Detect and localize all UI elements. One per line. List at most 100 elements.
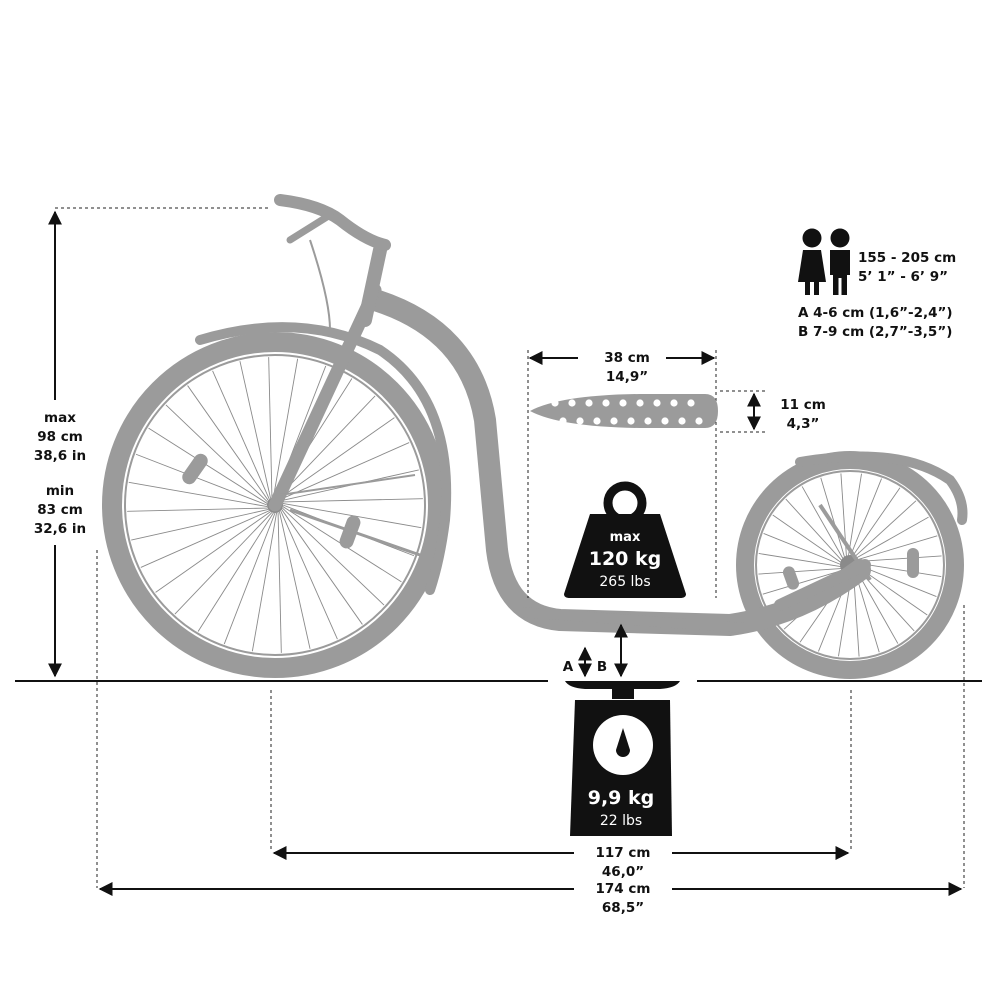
- wheelbase-imperial: 46,0”: [602, 864, 644, 880]
- wheel-spoke: [212, 370, 270, 500]
- deck-grip-hole: [559, 417, 567, 425]
- deck-grip-hole: [627, 417, 635, 425]
- wheel-spoke: [851, 487, 901, 558]
- wheel-spoke: [187, 385, 269, 501]
- clearance-marker-a: A: [563, 659, 574, 675]
- wheel-spoke: [127, 507, 268, 512]
- rider-woman-icon: [798, 228, 826, 295]
- deck-grip-hole: [661, 417, 669, 425]
- wheel-spoke: [849, 478, 882, 558]
- wheelbase-metric: 117 cm: [596, 845, 651, 861]
- wheel-spoke: [772, 514, 843, 564]
- wheel-spoke: [277, 512, 282, 653]
- max-height-imperial: 38,6 in: [34, 448, 86, 464]
- deck-clearance-arrows: A B: [563, 623, 628, 678]
- front-wheel: [102, 332, 448, 678]
- max-load-weight-icon: max 120 kg 265 lbs: [564, 481, 686, 598]
- max-load-label: max: [610, 530, 641, 545]
- wheel-spoke: [128, 481, 268, 508]
- front-fender: [195, 322, 452, 595]
- deck-grip-hole: [644, 417, 652, 425]
- wheel-spoke: [223, 512, 276, 645]
- wheel-spoke: [820, 477, 846, 559]
- deck-dimensions: 38 cm 14,9” 11 cm 4,3”: [527, 350, 826, 598]
- deck-grip-hole: [602, 399, 610, 407]
- total-length-imperial: 68,5”: [602, 900, 644, 916]
- fork: [268, 283, 382, 512]
- wheel-spoke: [281, 509, 363, 625]
- wheel-spoke: [268, 357, 273, 498]
- max-load-metric: 120 kg: [589, 548, 662, 570]
- wheel-spoke: [155, 511, 271, 593]
- handlebar: [274, 194, 391, 251]
- deck-grip-hole: [670, 399, 678, 407]
- wheel-spoke: [131, 509, 269, 541]
- total-length-dimension: 174 cm 68,5”: [96, 550, 965, 916]
- deck-grip-hole: [687, 399, 695, 407]
- max-height-label: max: [44, 410, 76, 426]
- wheel-spoke: [279, 417, 395, 499]
- wheel-spoke: [282, 507, 385, 606]
- wheel-spoke: [148, 427, 268, 504]
- wheel-spoke: [280, 442, 410, 500]
- wheel-spoke: [282, 498, 423, 503]
- min-height-imperial: 32,6 in: [34, 521, 86, 537]
- deck-grip-hole: [695, 417, 703, 425]
- wheel-spoke: [197, 512, 274, 632]
- stem: [358, 243, 387, 327]
- deck-grip-hole: [653, 399, 661, 407]
- wheel-spoke: [857, 562, 942, 577]
- rider-height-imperial: 5’ 1” - 6’ 9”: [858, 269, 948, 285]
- deck-grip-hole: [576, 417, 584, 425]
- min-height-label: min: [46, 483, 74, 499]
- deck-clearance-b-text: B 7-9 cm (2,7”-3,5”): [798, 324, 952, 340]
- rider-man-icon: [830, 228, 850, 295]
- wheel-spoke: [762, 569, 844, 595]
- wheel-spoke: [272, 358, 299, 498]
- rider-height-info: 155 - 205 cm 5’ 1” - 6’ 9” A 4-6 cm (1,6…: [798, 228, 956, 340]
- wheel-spoke: [857, 564, 937, 597]
- deck-grip-hole: [585, 399, 593, 407]
- deck-grip-hole: [678, 417, 686, 425]
- wheel-spoke: [174, 512, 273, 615]
- deck-top-view: [530, 394, 718, 428]
- max-load-imperial: 265 lbs: [599, 574, 650, 590]
- wheel-spoke: [763, 533, 843, 566]
- deck-clearance-a-text: A 4-6 cm (1,6”-2,4”): [798, 305, 953, 321]
- wheel-spoke: [279, 511, 311, 649]
- deck-grip-hole: [593, 417, 601, 425]
- wheel-spoke: [239, 361, 271, 499]
- wheel-spoke: [801, 486, 845, 561]
- wheel-spoke: [758, 553, 843, 568]
- deck-grip-hole: [568, 399, 576, 407]
- scooter-weight-metric: 9,9 kg: [588, 787, 655, 809]
- wheel-spoke: [854, 516, 929, 560]
- deck-length-metric: 38 cm: [604, 350, 650, 366]
- wheel-spoke: [251, 512, 278, 652]
- rear-fender: [795, 451, 968, 525]
- wheelbase-dimension: 117 cm 46,0”: [270, 690, 852, 880]
- clearance-marker-b: B: [597, 659, 607, 675]
- wheel-spoke: [277, 395, 376, 498]
- deck-grip-hole: [636, 399, 644, 407]
- wheel-spoke: [280, 510, 338, 640]
- frame: [364, 289, 871, 636]
- wheel-spoke: [135, 453, 268, 506]
- wheel-spoke: [856, 535, 938, 561]
- deck-grip-hole: [619, 399, 627, 407]
- wheel-spoke: [856, 568, 915, 632]
- wheel-spoke: [758, 568, 843, 575]
- wheel-spoke: [855, 569, 899, 644]
- weighing-scale-icon: 9,9 kg 22 lbs: [565, 681, 680, 836]
- deck-width-metric: 11 cm: [780, 397, 826, 413]
- wheel-spoke: [847, 473, 862, 558]
- wheel-spoke: [282, 502, 422, 529]
- rider-height-metric: 155 - 205 cm: [858, 250, 956, 266]
- wheel-spoke: [785, 498, 844, 562]
- deck-grip-hole: [610, 417, 618, 425]
- deck-grip-hole: [551, 399, 559, 407]
- min-height-metric: 83 cm: [37, 502, 83, 518]
- deck-width-imperial: 4,3”: [787, 416, 820, 432]
